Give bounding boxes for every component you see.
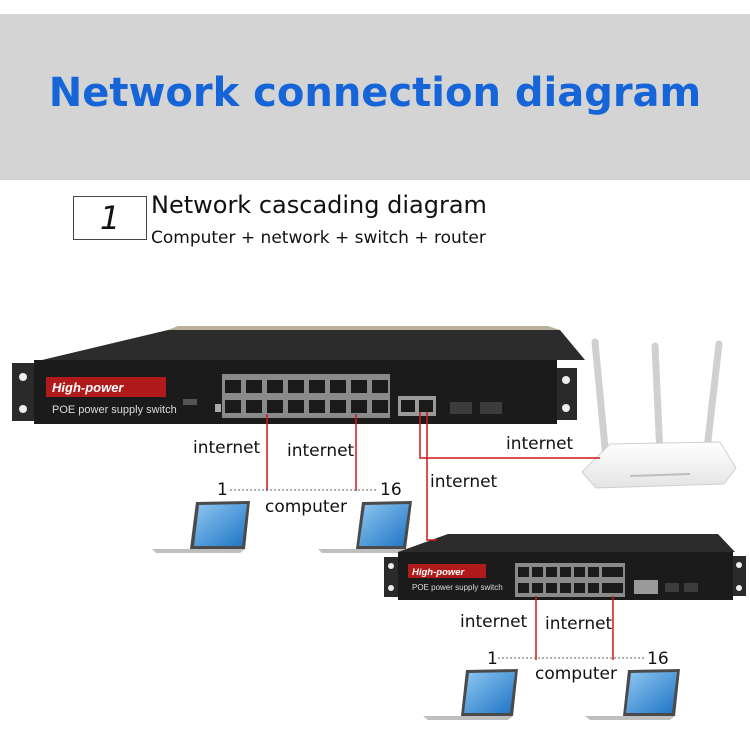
- laptop-16: [318, 501, 412, 553]
- header-banner: [0, 14, 750, 180]
- second-switch-badge: [408, 564, 486, 578]
- label-computer-main: computer: [265, 497, 347, 517]
- label-internet-main-mid: internet: [287, 441, 355, 461]
- link-cascade: [426, 412, 437, 541]
- main-switch-brand: High-power: [52, 380, 124, 395]
- main-switch-badge: [46, 377, 166, 397]
- rack-ear-left: [384, 557, 398, 597]
- second-switch-model: POE power supply switch: [412, 583, 503, 592]
- router-antenna: [702, 340, 723, 462]
- main-sfp-port: [450, 402, 472, 414]
- network-links: [266, 412, 614, 660]
- label-port-1-second: 1: [487, 649, 498, 669]
- router-antenna: [591, 338, 610, 462]
- label-port-16-main: 16: [380, 480, 402, 500]
- label-internet-second-right: internet: [545, 614, 613, 634]
- laptop-1-second: [423, 669, 518, 720]
- laptop-1: [152, 501, 250, 553]
- label-port-16-second: 16: [647, 649, 669, 669]
- label-internet-cascade: internet: [430, 472, 498, 492]
- rack-ear-left: [12, 363, 34, 421]
- section-heading: Network cascading diagram: [151, 191, 487, 219]
- label-port-1-main: 1: [217, 480, 228, 500]
- router: [581, 338, 737, 489]
- page-title: Network connection diagram: [48, 70, 702, 116]
- second-switch: High-power POE power supply switch: [384, 534, 746, 600]
- main-sfp-port: [480, 402, 502, 414]
- main-switch: High-power POE power supply switch: [12, 326, 585, 424]
- router-antenna: [651, 342, 664, 459]
- label-internet-second-left: internet: [460, 612, 528, 632]
- section-subheading: Computer + network + switch + router: [151, 228, 486, 248]
- second-switch-brand: High-power: [412, 567, 466, 578]
- section-number: 1: [73, 196, 147, 240]
- label-internet-main-left: internet: [193, 438, 261, 458]
- second-sfp-port: [684, 583, 698, 592]
- rack-ear-right: [555, 368, 577, 420]
- link-router: [419, 412, 600, 459]
- main-switch-model: POE power supply switch: [52, 404, 177, 416]
- rack-ear-right: [732, 556, 746, 596]
- second-sfp-port: [665, 583, 679, 592]
- laptop-16-second: [585, 669, 680, 720]
- second-uplink-ports: [634, 580, 658, 594]
- label-computer-second: computer: [535, 664, 617, 684]
- label-internet-router: internet: [506, 434, 574, 454]
